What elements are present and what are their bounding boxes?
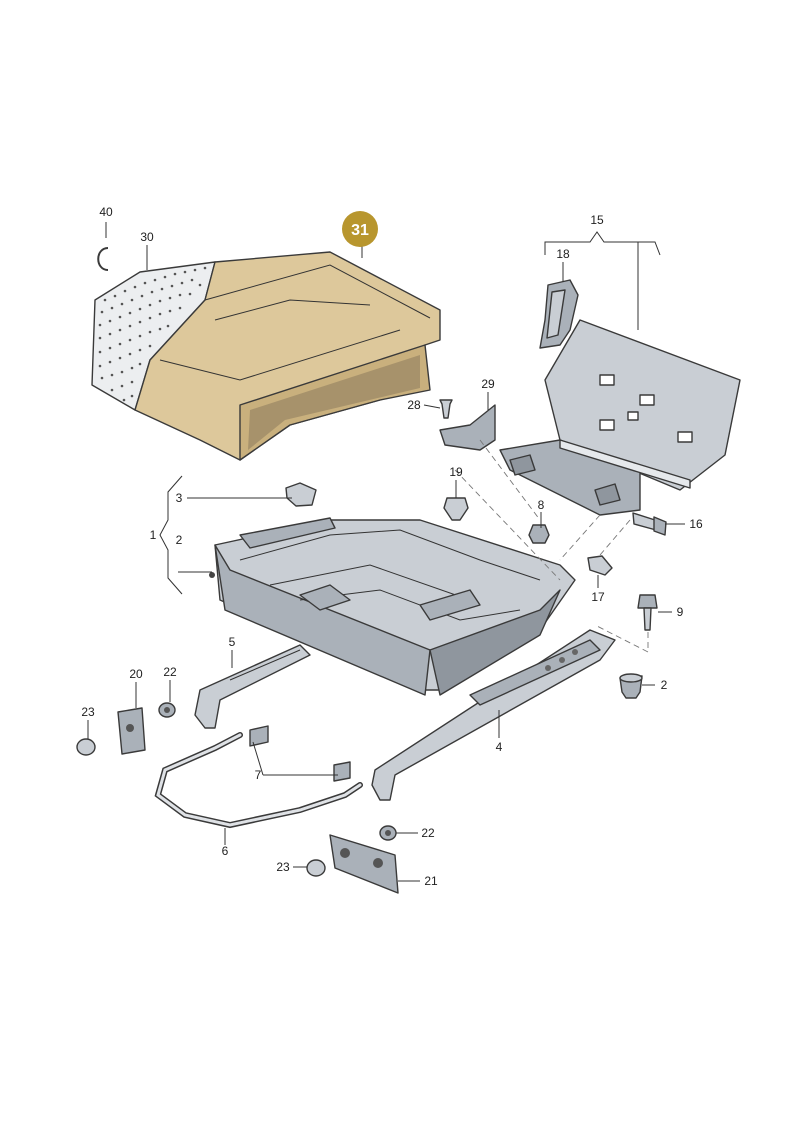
rivet-28[interactable] [439, 399, 453, 419]
label-20: 20 [129, 667, 143, 681]
label-7: 7 [255, 768, 262, 782]
bracket-29[interactable] [439, 404, 496, 451]
nut-8[interactable] [528, 524, 550, 544]
label-31: 31 [351, 222, 369, 239]
label-2-left: 2 [176, 533, 183, 547]
assembly-lines [454, 439, 649, 653]
label-17: 17 [591, 590, 605, 604]
nut-22-right[interactable] [379, 825, 397, 841]
part-labels: 40 30 15 18 29 28 19 3 1 2 8 16 17 9 2 5… [81, 205, 703, 888]
label-15: 15 [590, 213, 604, 227]
cover-20[interactable] [117, 707, 146, 755]
seat-pan-frame[interactable] [209, 517, 576, 696]
label-22-left: 22 [163, 665, 177, 679]
cover-21[interactable] [329, 834, 399, 894]
bolt-9[interactable] [637, 594, 658, 631]
label-23-left: 23 [81, 705, 95, 719]
clip-19[interactable] [443, 497, 469, 521]
label-16: 16 [689, 517, 703, 531]
rail-5[interactable] [194, 644, 311, 729]
label-30: 30 [140, 230, 154, 244]
rear-support-plate[interactable] [499, 319, 741, 516]
label-3: 3 [176, 491, 183, 505]
bolt-16[interactable] [632, 512, 667, 536]
label-40: 40 [99, 205, 113, 219]
label-19: 19 [449, 465, 463, 479]
nut-22-left[interactable] [158, 702, 176, 718]
wire-bow-6[interactable] [154, 732, 363, 829]
label-21: 21 [424, 874, 438, 888]
highlight-badge [342, 211, 378, 247]
clip-nut-3[interactable] [285, 482, 317, 507]
label-2-right: 2 [661, 678, 668, 692]
label-29: 29 [481, 377, 495, 391]
seat-cushion[interactable] [91, 251, 441, 461]
clip-17[interactable] [587, 555, 613, 576]
label-9: 9 [677, 605, 684, 619]
buffer-2[interactable] [619, 673, 643, 699]
label-23-right: 23 [276, 860, 290, 874]
rail-4[interactable] [371, 629, 616, 801]
pad-7[interactable] [249, 725, 351, 782]
label-28: 28 [407, 398, 421, 412]
label-8: 8 [538, 498, 545, 512]
label-6: 6 [222, 844, 229, 858]
leader-lines [87, 222, 685, 882]
label-4: 4 [496, 740, 503, 754]
cap-23-left[interactable] [76, 738, 96, 756]
hook-clip-40[interactable] [97, 247, 109, 271]
bracket-18[interactable] [539, 279, 579, 349]
label-1: 1 [150, 528, 157, 542]
cap-23-right[interactable] [306, 859, 326, 877]
label-22-right: 22 [421, 826, 435, 840]
label-5: 5 [229, 635, 236, 649]
label-18: 18 [556, 247, 570, 261]
